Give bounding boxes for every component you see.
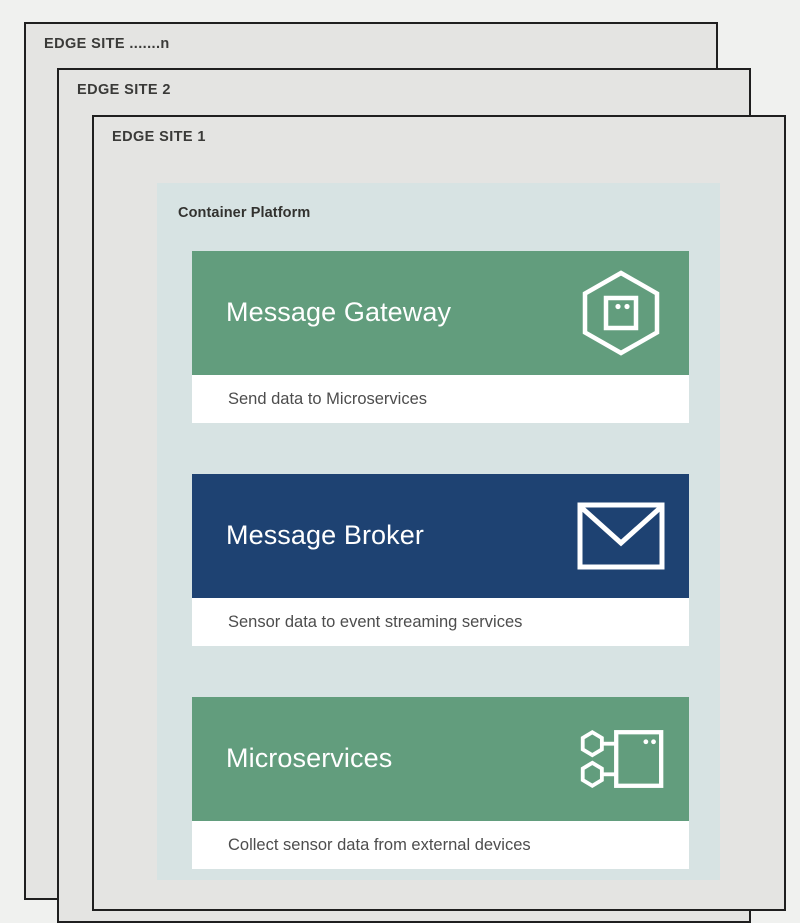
edge-site-2-label: EDGE SITE 2	[77, 82, 171, 98]
service-card-title: Message Broker	[226, 520, 424, 551]
service-card-caption: Collect sensor data from external device…	[192, 821, 689, 869]
service-card-caption: Sensor data to event streaming services	[192, 598, 689, 646]
envelope-icon	[577, 492, 665, 580]
service-card: Microservices	[192, 697, 689, 869]
service-card: Message Gateway Send data to Microservic…	[192, 251, 689, 423]
service-card: Message Broker Sensor data to event stre…	[192, 474, 689, 646]
service-card-list: Message Gateway Send data to Microservic…	[192, 251, 689, 869]
edge-site-panel-1: EDGE SITE 1 Container Platform Message G…	[92, 115, 786, 911]
edge-site-1-label: EDGE SITE 1	[112, 129, 206, 145]
hexagon-chip-icon	[577, 269, 665, 357]
container-platform-label: Container Platform	[178, 205, 311, 221]
service-card-header: Microservices	[192, 697, 689, 821]
service-card-title: Microservices	[226, 743, 393, 774]
service-card-caption: Send data to Microservices	[192, 375, 689, 423]
service-card-header: Message Gateway	[192, 251, 689, 375]
edge-site-n-label: EDGE SITE .......n	[44, 36, 170, 52]
service-card-title: Message Gateway	[226, 297, 452, 328]
container-platform-panel: Container Platform Message Gateway	[157, 183, 720, 880]
microservices-nodes-icon	[577, 715, 665, 803]
service-card-header: Message Broker	[192, 474, 689, 598]
